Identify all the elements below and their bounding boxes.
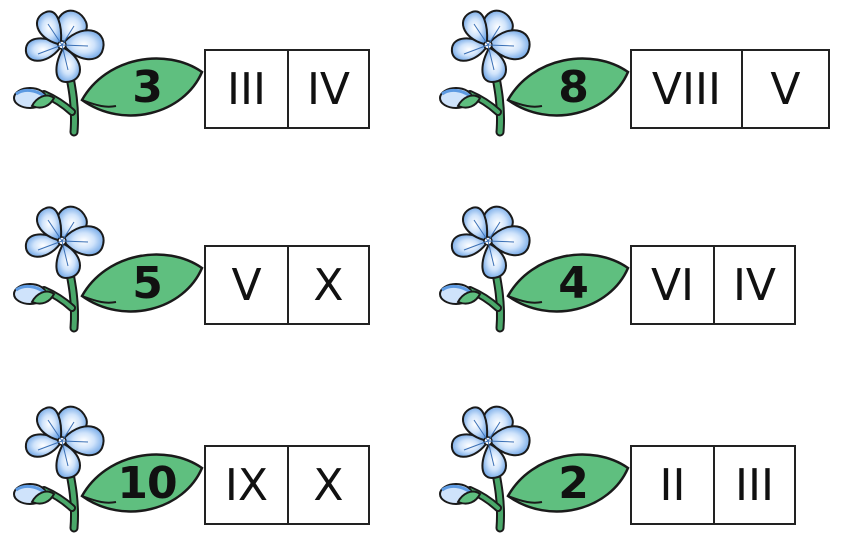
option-box[interactable]: IX xyxy=(224,459,269,511)
option-box[interactable]: IV xyxy=(712,247,794,323)
number-item-2: 8 VIII V xyxy=(432,2,832,142)
number-item-5: 10 IX X xyxy=(6,398,406,538)
answer-boxes: II III xyxy=(630,445,796,525)
option-box[interactable]: X xyxy=(286,247,368,323)
leaf-number: 8 xyxy=(558,61,589,113)
leaf-number: 10 xyxy=(117,457,177,509)
answer-boxes: III IV xyxy=(204,49,370,129)
number-item-4: 4 VI IV xyxy=(432,198,832,338)
number-item-3: 5 V X xyxy=(6,198,406,338)
leaf-number: 3 xyxy=(132,61,163,113)
leaf-number: 2 xyxy=(558,457,589,509)
number-item-6: 2 II III xyxy=(432,398,832,538)
answer-boxes: VI IV xyxy=(630,245,796,325)
leaf-number: 5 xyxy=(132,257,163,309)
option-box[interactable]: V xyxy=(740,51,828,127)
option-box[interactable]: X xyxy=(286,447,368,523)
answer-boxes: VIII V xyxy=(630,49,830,129)
option-box[interactable]: V xyxy=(231,259,262,311)
answer-boxes: V X xyxy=(204,245,370,325)
option-box[interactable]: VIII xyxy=(651,63,721,115)
option-box[interactable]: III xyxy=(227,63,266,115)
number-item-1: 3 III IV xyxy=(6,2,406,142)
option-box[interactable]: IV xyxy=(286,51,368,127)
answer-boxes: IX X xyxy=(204,445,370,525)
option-box[interactable]: III xyxy=(712,447,794,523)
option-box[interactable]: VI xyxy=(650,259,695,311)
leaf-number: 4 xyxy=(558,257,589,309)
option-box[interactable]: II xyxy=(659,459,686,511)
